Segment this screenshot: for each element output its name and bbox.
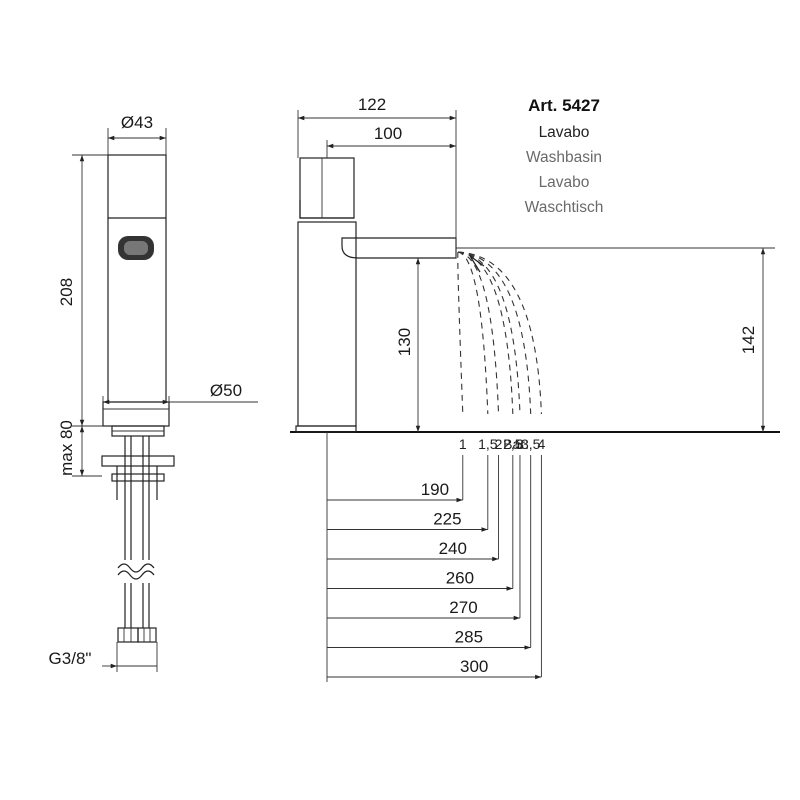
bar-level-label: 2	[495, 436, 503, 452]
jet-distance-label: 285	[455, 628, 483, 647]
jet-arc-1	[457, 251, 464, 415]
jet-distance-label: 300	[460, 657, 488, 676]
jet-arc-2	[457, 251, 489, 415]
jet-arcs	[457, 251, 542, 415]
jet-arc-6	[457, 251, 532, 415]
title-block: Art. 5427 Lavabo Washbasin Lavabo Wascht…	[525, 96, 604, 216]
bar-level-label: 2,5	[503, 436, 523, 452]
dim-height: 208	[57, 278, 76, 306]
bar-level-label: 3,5	[521, 436, 541, 452]
jet-distance-dims: 190 225 240 260 270 285 300	[327, 455, 542, 680]
dim-width-top: Ø43	[121, 113, 153, 132]
faucet-body-front	[107, 154, 167, 403]
jet-arc-5	[457, 251, 521, 415]
faucet-body-side	[297, 221, 357, 427]
jet-origin-arrow	[469, 255, 485, 273]
jet-arc-3	[457, 251, 500, 415]
front-view: Ø43 208 Ø50 max 80 G3/8"	[49, 113, 258, 672]
dim-thread: G3/8"	[49, 649, 92, 668]
faucet-base-front	[102, 401, 170, 427]
bar-level-label: 1,5	[478, 436, 498, 452]
bar-level-label: 4	[538, 436, 546, 452]
jet-distance-label: 190	[421, 480, 449, 499]
article-number: Art. 5427	[528, 96, 600, 115]
name-it: Lavabo	[539, 124, 590, 141]
jet-distance-label: 270	[449, 598, 477, 617]
dim-spout-height: 130	[395, 328, 414, 356]
jet-distance-label: 240	[439, 539, 467, 558]
name-en: Washbasin	[526, 149, 602, 166]
lever-side	[299, 157, 355, 219]
jet-distance-label: 260	[446, 569, 474, 588]
dim-overall-length: 122	[358, 95, 386, 114]
name-fr: Lavabo	[539, 174, 590, 191]
jet-distance-label: 225	[433, 510, 461, 529]
bar-level-label: 3	[516, 436, 524, 452]
spout	[341, 237, 457, 259]
name-de: Waschtisch	[525, 199, 604, 216]
jet-arc-7	[457, 251, 542, 415]
bar-label: Bar:	[503, 436, 529, 452]
side-view: 122 100 130 142	[290, 95, 780, 682]
dim-base: Ø50	[210, 381, 242, 400]
bar-level-label: 1	[459, 436, 467, 452]
dim-outlet-height: 142	[739, 326, 758, 354]
dim-spout-length: 100	[374, 124, 402, 143]
jet-arc-4	[457, 251, 514, 415]
dim-max: max 80	[57, 420, 76, 476]
